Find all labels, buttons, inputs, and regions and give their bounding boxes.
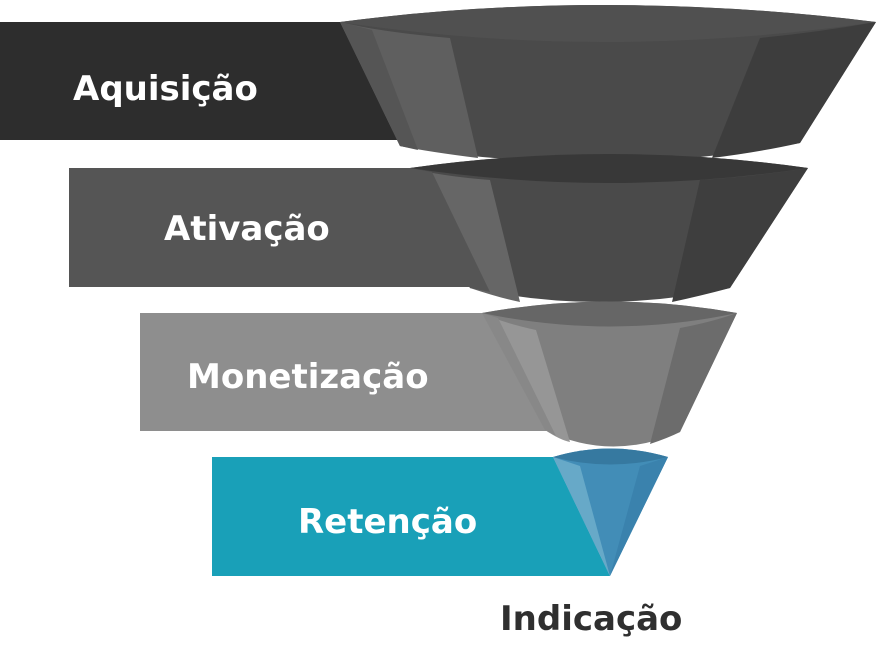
funnel-segment-3	[482, 301, 737, 447]
stage-label-retencao: Retenção	[298, 502, 477, 542]
stage-label-ativacao: Ativação	[164, 209, 330, 249]
funnel-segment-4	[553, 448, 668, 576]
banner-retencao	[212, 457, 610, 576]
banner-monetizacao	[140, 313, 550, 431]
stage-label-indicacao: Indicação	[500, 599, 682, 639]
funnel-segment-1	[340, 5, 876, 163]
banner-ativacao	[69, 168, 489, 287]
stage-label-monetizacao: Monetização	[187, 357, 429, 397]
stage-label-aquisicao: Aquisição	[73, 69, 258, 109]
funnel-segment-2	[410, 154, 808, 302]
